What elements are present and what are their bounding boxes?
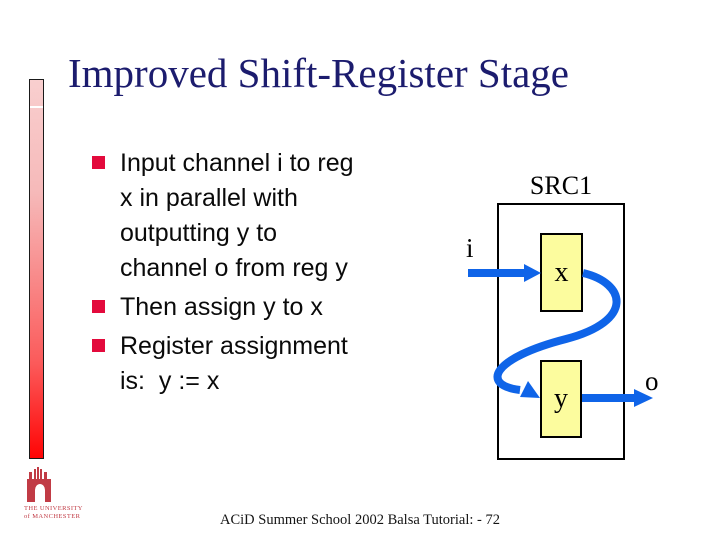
- bullet-list: Input channel i to reg x in parallel wit…: [92, 146, 422, 403]
- bullet-line: x in parallel with: [120, 184, 298, 212]
- register-x-box: x: [540, 233, 583, 312]
- src1-block-label: SRC1: [529, 171, 593, 200]
- bullet-line: Input channel i to reg: [120, 149, 354, 177]
- page-title: Improved Shift-Register Stage: [68, 50, 570, 96]
- register-x-label: x: [554, 256, 569, 288]
- university-logo: THE UNIVERSITY of MANCHESTER: [24, 465, 134, 520]
- input-channel-label: i: [466, 233, 474, 263]
- list-item: Register assignment is: y := x: [92, 329, 422, 399]
- university-logo-text: THE UNIVERSITY of MANCHESTER: [24, 505, 134, 520]
- bullet-square-icon: [92, 300, 105, 313]
- university-crest-icon: [27, 467, 51, 502]
- register-y-box: y: [540, 360, 582, 438]
- bullet-line: channel o from reg y: [120, 254, 348, 282]
- logo-line-1: THE UNIVERSITY: [24, 505, 83, 512]
- bullet-line: Register assignment: [120, 332, 348, 360]
- slide-footer: ACiD Summer School 2002 Balsa Tutorial: …: [220, 512, 500, 528]
- decorative-gradient-bar: [29, 79, 44, 459]
- bullet-square-icon: [92, 156, 105, 169]
- gradient-bar-divider: [30, 106, 43, 108]
- logo-line-2: of MANCHESTER: [24, 512, 81, 520]
- list-item: Input channel i to reg x in parallel wit…: [92, 146, 422, 286]
- bullet-square-icon: [92, 339, 105, 352]
- bullet-line: outputting y to: [120, 219, 278, 247]
- bullet-line: Then assign y to x: [120, 293, 323, 321]
- bullet-line: is: y := x: [120, 367, 220, 395]
- register-y-label: y: [554, 383, 568, 414]
- list-item: Then assign y to x: [92, 290, 422, 325]
- output-channel-label: o: [645, 366, 659, 396]
